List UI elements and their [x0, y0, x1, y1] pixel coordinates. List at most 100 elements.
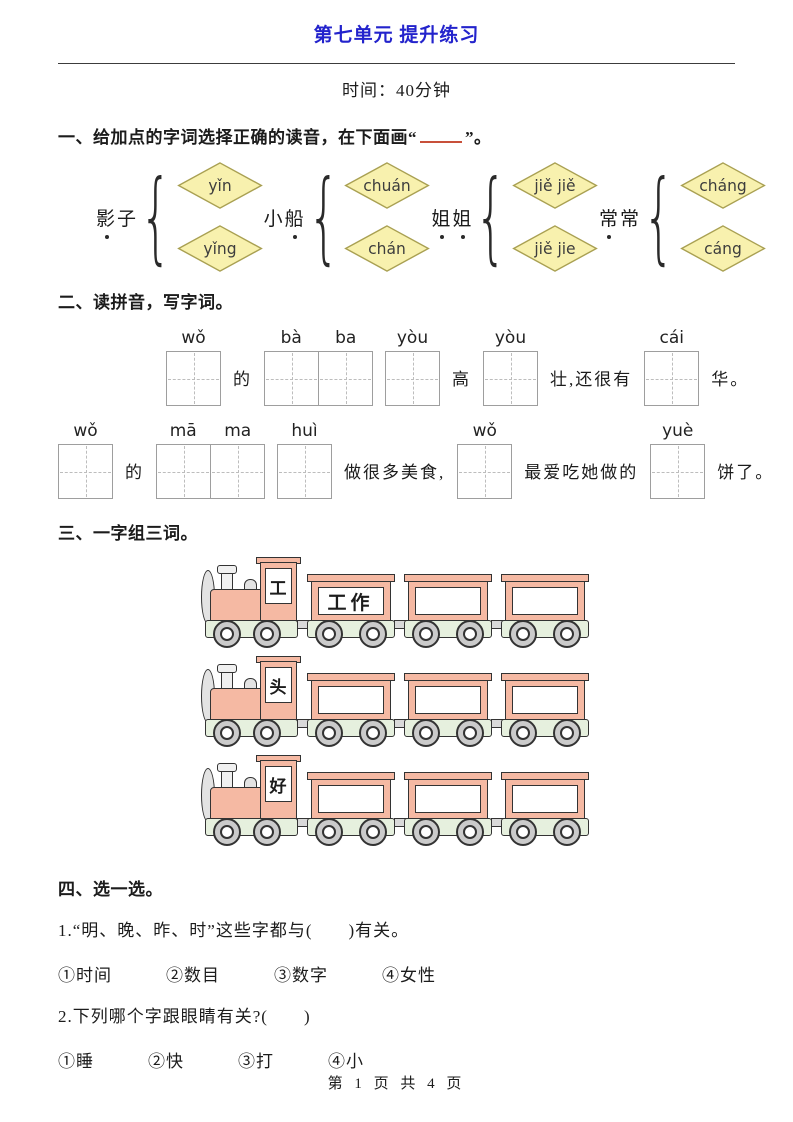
wheel-hub — [365, 627, 380, 641]
head-character-box[interactable]: 头 — [264, 667, 292, 703]
option[interactable]: ②数目 — [166, 966, 220, 985]
wheel — [358, 818, 387, 846]
answer-window[interactable] — [511, 587, 578, 615]
locomotive-body — [209, 787, 263, 819]
wheel — [552, 818, 581, 846]
writing-box[interactable] — [457, 444, 513, 499]
wheel-hub — [259, 825, 274, 839]
target-word: 影子 — [96, 204, 139, 239]
sentence-text: 做很多美食, — [344, 463, 446, 482]
wheel — [358, 719, 387, 747]
pinyin-option-bottom[interactable]: yǐng — [176, 225, 264, 272]
wheel-hub — [559, 627, 574, 641]
answer-window[interactable] — [511, 785, 578, 813]
wheel — [508, 719, 537, 747]
target-word: 小船 — [264, 204, 306, 239]
train: 头 — [200, 653, 593, 747]
wheel-hub — [462, 627, 477, 641]
writing-box[interactable] — [644, 351, 700, 406]
writing-box[interactable] — [277, 444, 332, 499]
answer-window[interactable] — [317, 785, 384, 813]
sentence-text: 壮,还很有 — [550, 370, 633, 389]
wheel-hub — [515, 825, 530, 839]
head-character-box[interactable]: 工 — [264, 568, 292, 604]
car-body — [407, 581, 488, 622]
brace-glyph: { — [307, 158, 340, 275]
writing-box[interactable] — [166, 351, 221, 406]
pinyin-option-top[interactable]: jiě jiě — [511, 162, 599, 209]
section-two-heading: 二、读拼音，写字词。 — [58, 293, 233, 312]
writing-box[interactable] — [58, 444, 113, 499]
pinyin-choice-group: 影子 { yǐn yǐng — [96, 162, 264, 272]
question-1: 1.“明、晚、昨、时”这些字都与( )有关。 — [58, 921, 410, 940]
train-car: 工作 — [296, 554, 395, 648]
locomotive-chimney-cap — [216, 565, 237, 574]
writing-box[interactable] — [156, 444, 211, 499]
wheel-hub — [418, 726, 433, 740]
writing-box[interactable] — [385, 351, 440, 406]
word-char: 子 — [117, 208, 139, 230]
pinyin-label: wǒ — [472, 421, 497, 441]
writing-box[interactable] — [650, 444, 706, 499]
writing-box[interactable] — [483, 351, 538, 406]
sentence-text: 的 — [125, 463, 144, 482]
svg-text:yǐn: yǐn — [208, 177, 231, 195]
pinyin-option-top[interactable]: cháng — [679, 162, 767, 209]
pinyin-option-top[interactable]: yǐn — [176, 162, 264, 209]
wheel-hub — [559, 726, 574, 740]
word-char: 常 — [599, 204, 620, 239]
option[interactable]: ②快 — [148, 1052, 184, 1071]
answer-window[interactable] — [414, 785, 481, 813]
wheel — [552, 620, 581, 648]
page-number: 第 1 页 共 4 页 — [327, 1076, 466, 1092]
pinyin-option-bottom[interactable]: chán — [343, 225, 431, 272]
answer-window[interactable] — [511, 686, 578, 714]
writing-box[interactable] — [210, 444, 265, 499]
option[interactable]: ④女性 — [382, 966, 436, 985]
wheel — [411, 818, 440, 846]
option[interactable]: ③打 — [238, 1052, 274, 1071]
option[interactable]: ③数字 — [274, 966, 328, 985]
red-underline-sample — [420, 131, 462, 143]
writing-box[interactable] — [318, 351, 373, 406]
option[interactable]: ④小 — [328, 1052, 364, 1071]
wheel — [508, 620, 537, 648]
wheel — [411, 620, 440, 648]
wheel-hub — [462, 726, 477, 740]
car-body — [504, 581, 585, 622]
word-char: 船 — [285, 204, 306, 239]
brace-glyph: { — [139, 158, 172, 275]
answer-window[interactable] — [317, 686, 384, 714]
pinyin-option-top[interactable]: chuán — [343, 162, 431, 209]
wheel — [508, 818, 537, 846]
option[interactable]: ①睡 — [58, 1052, 94, 1071]
svg-text:cáng: cáng — [704, 240, 742, 258]
svg-text:jiě jie: jiě jie — [533, 240, 575, 258]
head-character-box[interactable]: 好 — [264, 766, 292, 802]
wheel-hub — [321, 825, 336, 839]
car-body — [407, 779, 488, 820]
answer-window[interactable] — [414, 587, 481, 615]
car-body — [504, 779, 585, 820]
pinyin-option-bottom[interactable]: cáng — [679, 225, 767, 272]
answer-window[interactable] — [414, 686, 481, 714]
option[interactable]: ①时间 — [58, 966, 112, 985]
word-char: 常 — [619, 208, 641, 230]
answer-window[interactable]: 工作 — [317, 587, 384, 615]
wheel — [314, 818, 343, 846]
section-four-heading: 四、选一选。 — [58, 880, 163, 899]
wheel-hub — [259, 627, 274, 641]
train-locomotive: 头 — [200, 653, 301, 747]
wheel-hub — [219, 627, 234, 641]
writing-box[interactable] — [264, 351, 319, 406]
svg-text:jiě jiě: jiě jiě — [533, 177, 575, 195]
pinyin-choice-group: 小船 { chuán chán — [264, 162, 432, 272]
sentence-text: 饼了。 — [717, 463, 775, 482]
train-car — [393, 752, 492, 846]
pinyin-option-bottom[interactable]: jiě jie — [511, 225, 599, 272]
word-trains: 工 工作 — [58, 554, 735, 851]
